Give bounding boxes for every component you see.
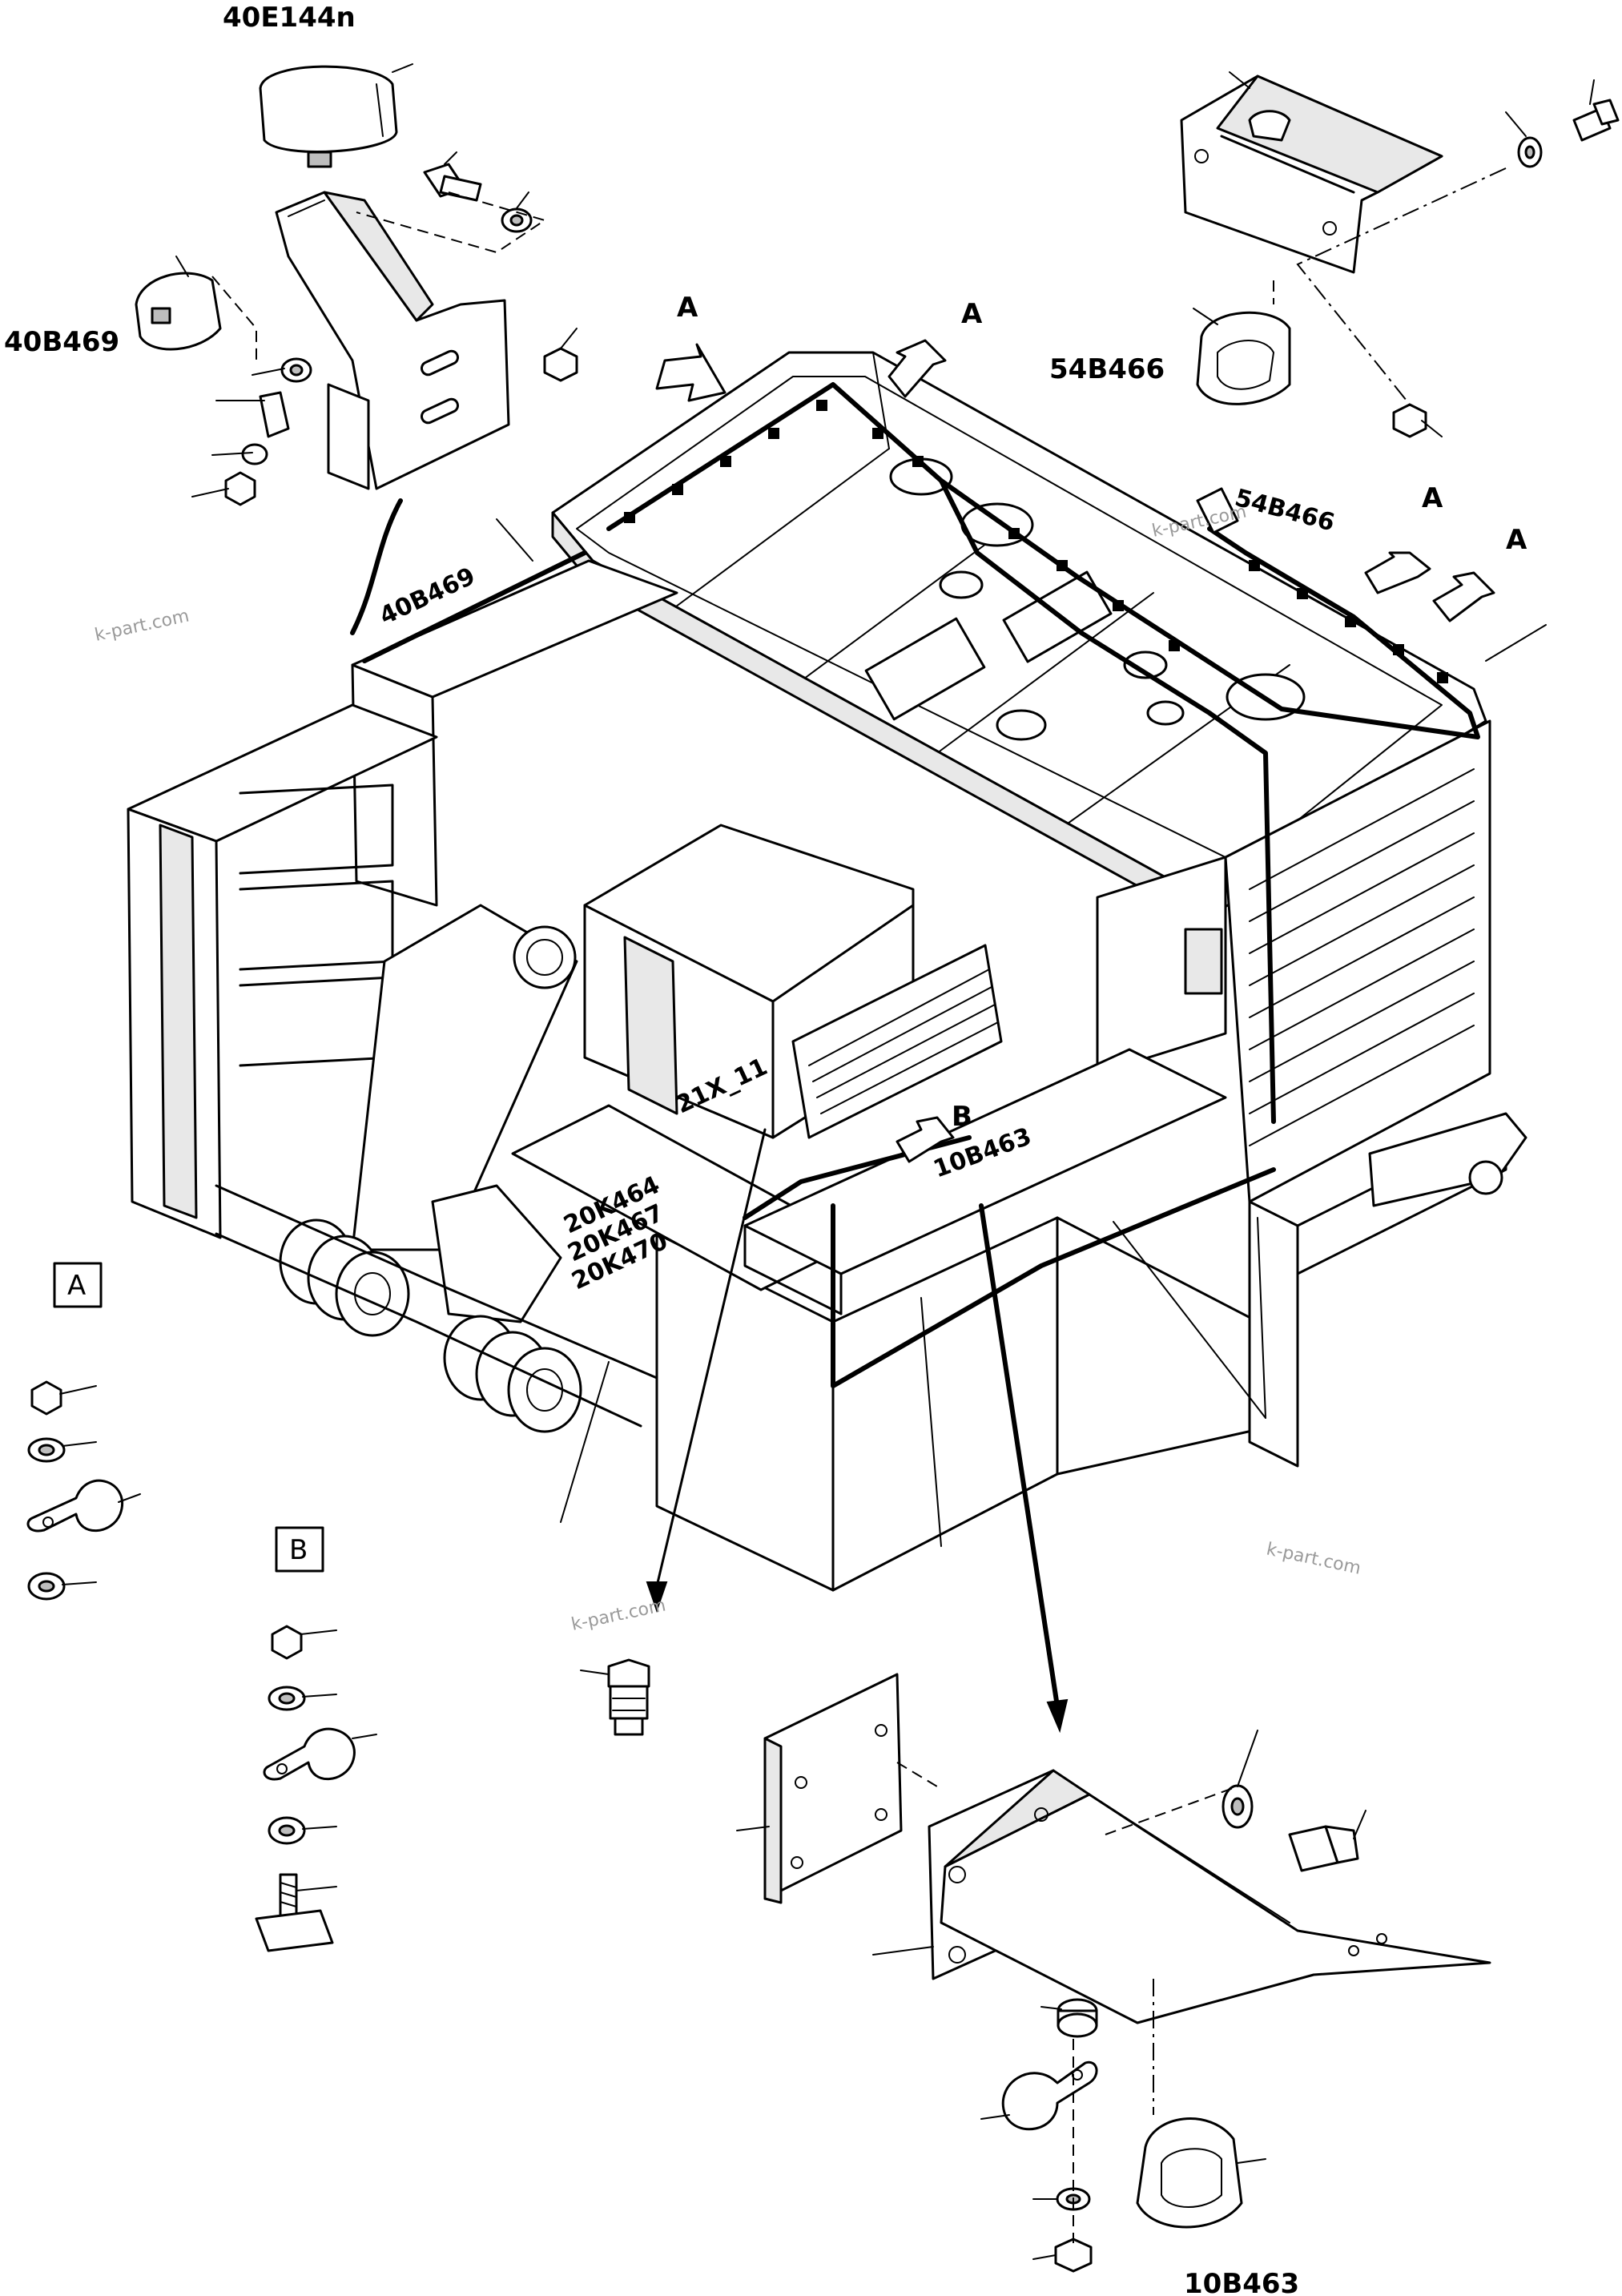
- watermark-1: k-part.com: [93, 606, 191, 646]
- horn-bracket-bottom-right: [736, 1673, 1491, 2273]
- label-54B466-harness: 54B466: [1232, 484, 1338, 538]
- watermark-3: k-part.com: [1265, 1539, 1362, 1578]
- clevis-left: [279, 1218, 410, 1337]
- detail-a-box: [53, 1262, 103, 1308]
- view-arrows: [655, 339, 1495, 1163]
- view-label-a-2: A: [961, 298, 983, 330]
- label-40E144n: 40E144n: [223, 2, 356, 34]
- view-arrow-a-4: [1432, 571, 1495, 622]
- clevis-right: [443, 1315, 582, 1433]
- cable-gland: [580, 1658, 650, 1736]
- label-40B469: 40B469: [4, 326, 119, 358]
- harness-clamps: [624, 400, 1448, 683]
- view-arrow-b: [896, 1116, 955, 1163]
- view-label-a-4: A: [1506, 524, 1527, 556]
- view-label-a-3: A: [1422, 482, 1443, 514]
- machine-body: [127, 351, 1527, 1592]
- cable-harness: [350, 382, 1480, 1734]
- cab-grille: [791, 944, 1003, 1139]
- detail-a-letter: A: [67, 1270, 86, 1302]
- body-leader-lines: [496, 518, 1547, 1547]
- detail-b-box: [275, 1526, 324, 1573]
- detail-b: [255, 1526, 377, 1952]
- view-arrow-a-1: [655, 343, 726, 402]
- detail-b-letter: B: [289, 1534, 308, 1566]
- watermark-4: k-part.com: [570, 1596, 667, 1635]
- label-54B466: 54B466: [1049, 353, 1165, 385]
- view-arrow-a-2: [887, 339, 947, 398]
- horn-assembly-top-left: [135, 63, 578, 506]
- detail-a: [26, 1262, 141, 1601]
- label-10B463: 10B463: [1184, 2268, 1299, 2296]
- view-label-a-1: A: [677, 292, 698, 324]
- view-label-b: B: [952, 1101, 972, 1133]
- view-arrow-a-3: [1364, 551, 1431, 594]
- horn-assembly-top-right: [1180, 71, 1620, 534]
